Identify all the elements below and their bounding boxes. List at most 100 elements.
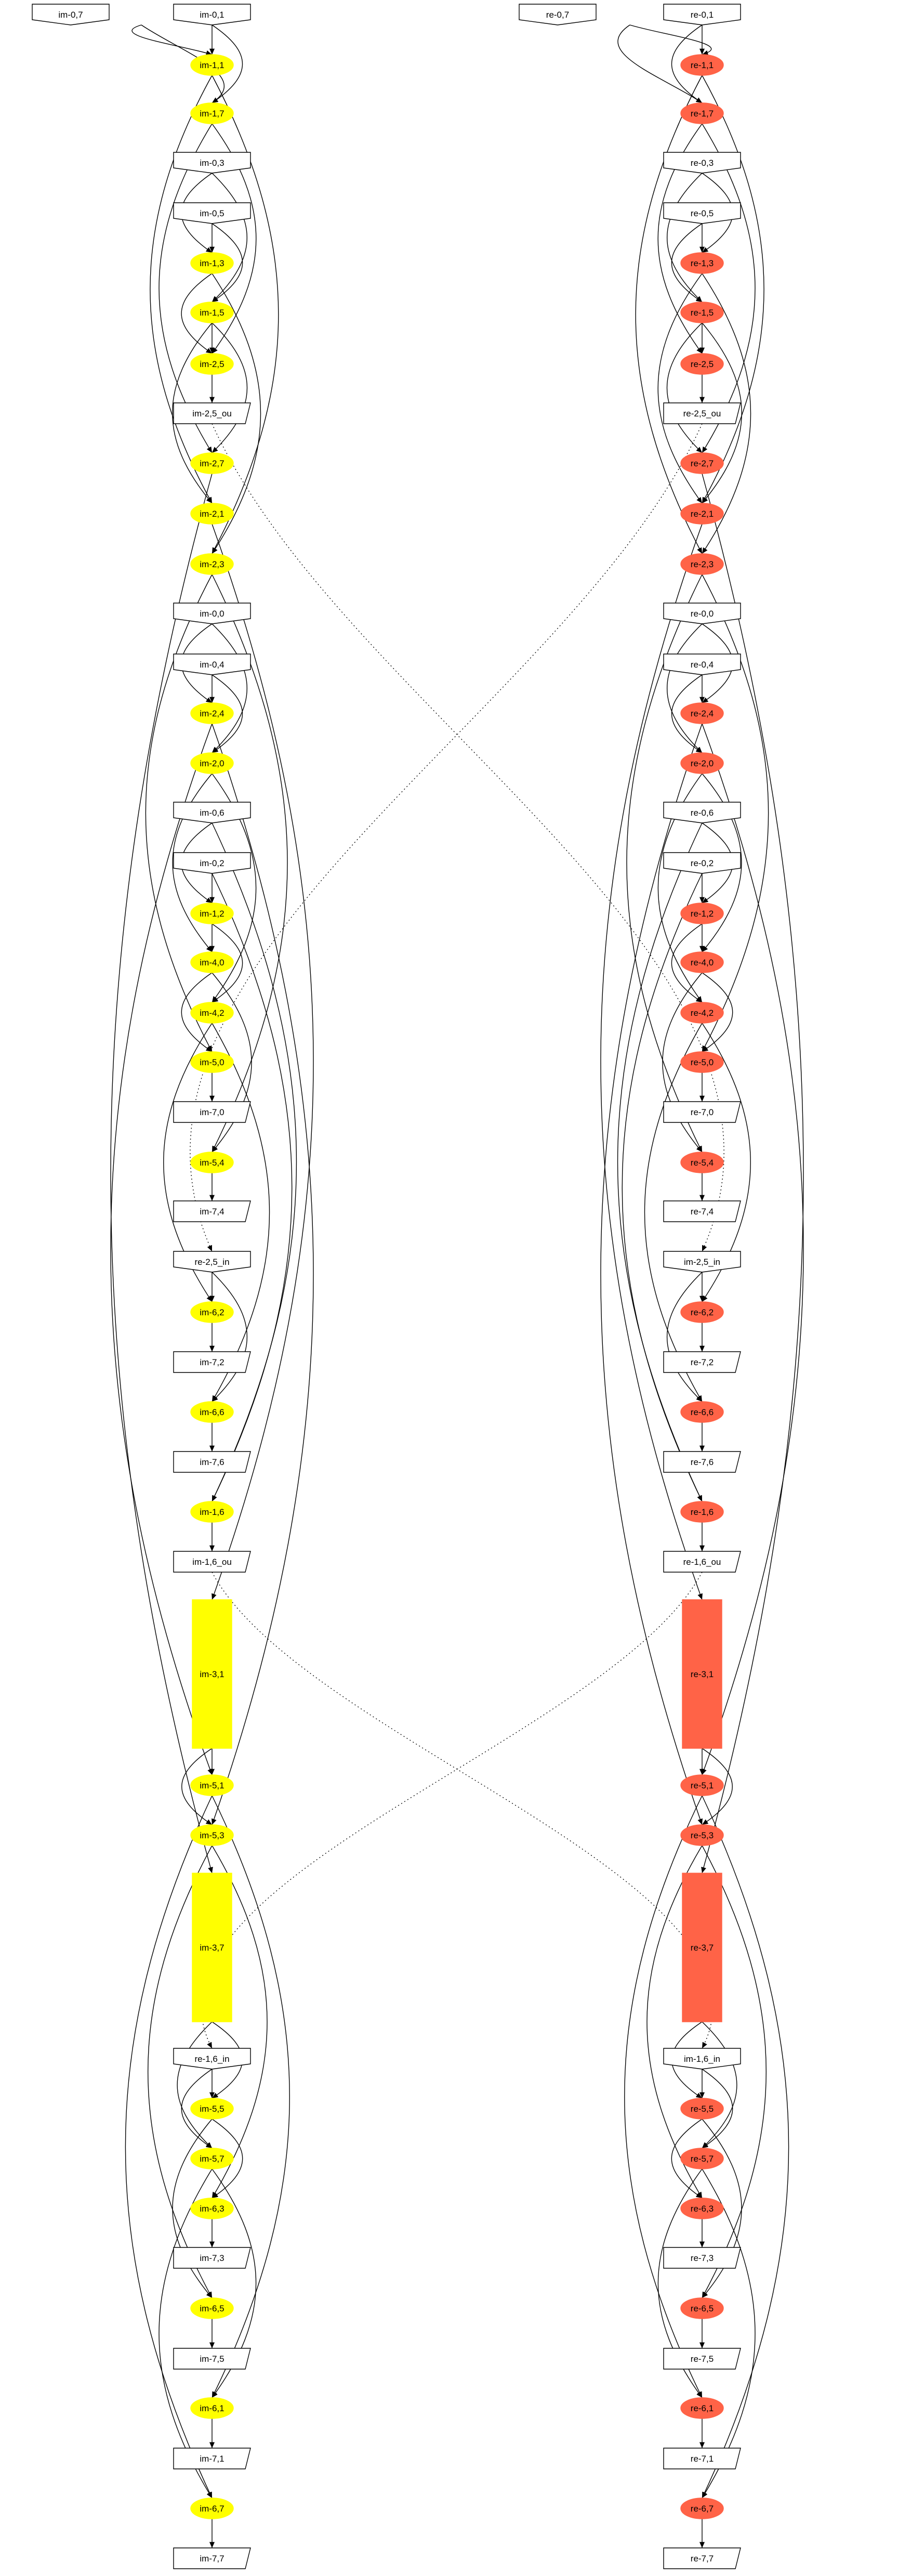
node-shape (680, 2198, 724, 2219)
node-shape (190, 553, 234, 575)
node-label: re-1,1 (691, 60, 714, 70)
node-label: im-1,5 (200, 308, 224, 318)
node-im-1,6: im-1,6 (190, 1501, 234, 1523)
node-label: re-5,5 (691, 2104, 714, 2114)
node-label: re-2,0 (691, 759, 714, 768)
edge-im-2,4-to-im-5,1 (110, 723, 213, 1775)
node-im-0,5: im-0,5 (173, 202, 251, 224)
node-shape (173, 1251, 251, 1273)
node-shape (680, 2098, 724, 2120)
node-re-4,2: re-4,2 (680, 1002, 724, 1024)
edge-re-0,7-to-re-1,1 (629, 24, 712, 56)
node-im-2,7: im-2,7 (190, 452, 234, 474)
node-shape (173, 202, 251, 224)
node-shape (190, 1301, 234, 1323)
node-label: im-5,5 (200, 2104, 224, 2114)
node-label: re-6,3 (691, 2204, 714, 2214)
edge-im-1,1-to-im-2,3 (212, 75, 279, 554)
node-label: re-7,0 (691, 1107, 714, 1117)
edge-re-0,6-to-re-1,6 (617, 822, 703, 1502)
node-re-7,1: re-7,1 (663, 2448, 741, 2469)
node-label: re-5,4 (691, 1158, 714, 1168)
node-label: im-0,4 (200, 660, 224, 670)
node-shape (173, 2048, 251, 2070)
node-label: re-1,3 (691, 258, 714, 268)
node-shape (680, 752, 724, 774)
node-label: re-2,5_in (194, 1257, 229, 1267)
edge-re-3,7-to-re-5,7 (702, 2021, 737, 2149)
node-label: re-0,3 (691, 158, 714, 168)
node-shape (680, 903, 724, 924)
edge-im-1,3-to-im-2,3 (212, 273, 261, 554)
node-label: im-0,0 (200, 609, 224, 619)
edge-re-5,5-to-re-6,3 (671, 2119, 703, 2199)
node-shape (190, 1824, 234, 1846)
node-im-5,1: im-5,1 (190, 1774, 234, 1796)
node-label: im-1,6 (200, 1507, 224, 1517)
node-shape (680, 2297, 724, 2319)
edge-im-0,6-to-im-1,6 (212, 822, 297, 1502)
node-label: im-7,1 (200, 2454, 224, 2464)
node-shape (190, 2297, 234, 2319)
edge-im-2,3-to-im-5,0 (145, 574, 213, 1052)
node-shape (663, 1251, 741, 1273)
node-shape (680, 503, 724, 525)
node-im-0,4: im-0,4 (173, 653, 251, 675)
edge-re-2,1-to-re-3,1 (600, 524, 703, 1600)
node-shape (663, 2547, 741, 2569)
node-shape (173, 653, 251, 675)
node-im-1,6_ou: im-1,6_ou (173, 1551, 251, 1573)
edge-im-0,1-to-im-1,7 (212, 24, 243, 103)
node-label: im-5,1 (200, 1781, 224, 1790)
edge-im-3,7-to-im-5,7 (177, 2021, 213, 2149)
node-label: re-7,3 (691, 2253, 714, 2263)
node-label: im-7,7 (200, 2554, 224, 2564)
node-label: re-5,1 (691, 1781, 714, 1790)
edge-re-0,4-to-re-2,0 (671, 674, 703, 753)
node-label: im-3,7 (200, 1943, 224, 1953)
node-re-7,2: re-7,2 (663, 1351, 741, 1373)
node-label: re-0,0 (691, 609, 714, 619)
node-re-2,3: re-2,3 (680, 553, 724, 575)
node-label: re-3,1 (691, 1669, 714, 1679)
edge-re-0,1-to-re-1,7 (671, 24, 703, 103)
node-im-7,7: im-7,7 (173, 2547, 251, 2569)
node-label: re-0,1 (691, 10, 714, 20)
node-label: im-4,0 (200, 958, 224, 967)
node-shape (190, 2148, 234, 2169)
node-shape (190, 503, 234, 525)
node-label: im-7,0 (200, 1107, 224, 1117)
edge-im-0,5-to-im-1,5 (212, 223, 243, 303)
node-shape (190, 951, 234, 973)
node-shape (680, 452, 724, 474)
node-label: im-6,3 (200, 2204, 224, 2214)
node-im-2,4: im-2,4 (190, 702, 234, 724)
node-shape (663, 152, 741, 174)
node-label: re-5,0 (691, 1057, 714, 1067)
node-re-1,6: re-1,6 (680, 1501, 724, 1523)
node-im-2,0: im-2,0 (190, 752, 234, 774)
edge-re-1,1-to-re-2,3 (635, 75, 703, 554)
node-label: re-7,6 (691, 1457, 714, 1467)
node-shape (190, 1152, 234, 1173)
edge-im-4,2-to-im-6,6 (212, 1023, 270, 1402)
node-label: re-7,5 (691, 2354, 714, 2364)
node-shape (663, 1451, 741, 1473)
node-shape (190, 2397, 234, 2419)
node-shape (663, 2247, 741, 2269)
node-shape (173, 1101, 251, 1123)
node-shape (663, 603, 741, 624)
edge-re-1,5-to-re-2,7 (666, 322, 703, 453)
node-im-6,3: im-6,3 (190, 2198, 234, 2219)
edge-re-4,2-to-re-6,6 (644, 1023, 703, 1402)
node-label: im-7,2 (200, 1357, 224, 1367)
node-label: im-1,6_in (684, 2054, 720, 2064)
node-shape (663, 2448, 741, 2469)
node-label: im-0,5 (200, 208, 224, 218)
node-label: re-2,7 (691, 459, 714, 468)
node-label: im-6,2 (200, 1307, 224, 1317)
edge-re-4,0-to-re-5,0 (702, 972, 733, 1052)
edge-im-0,4-to-im-2,0 (212, 674, 243, 753)
edge-re-0,3-to-re-1,5 (667, 173, 703, 303)
node-im-1,2: im-1,2 (190, 903, 234, 924)
